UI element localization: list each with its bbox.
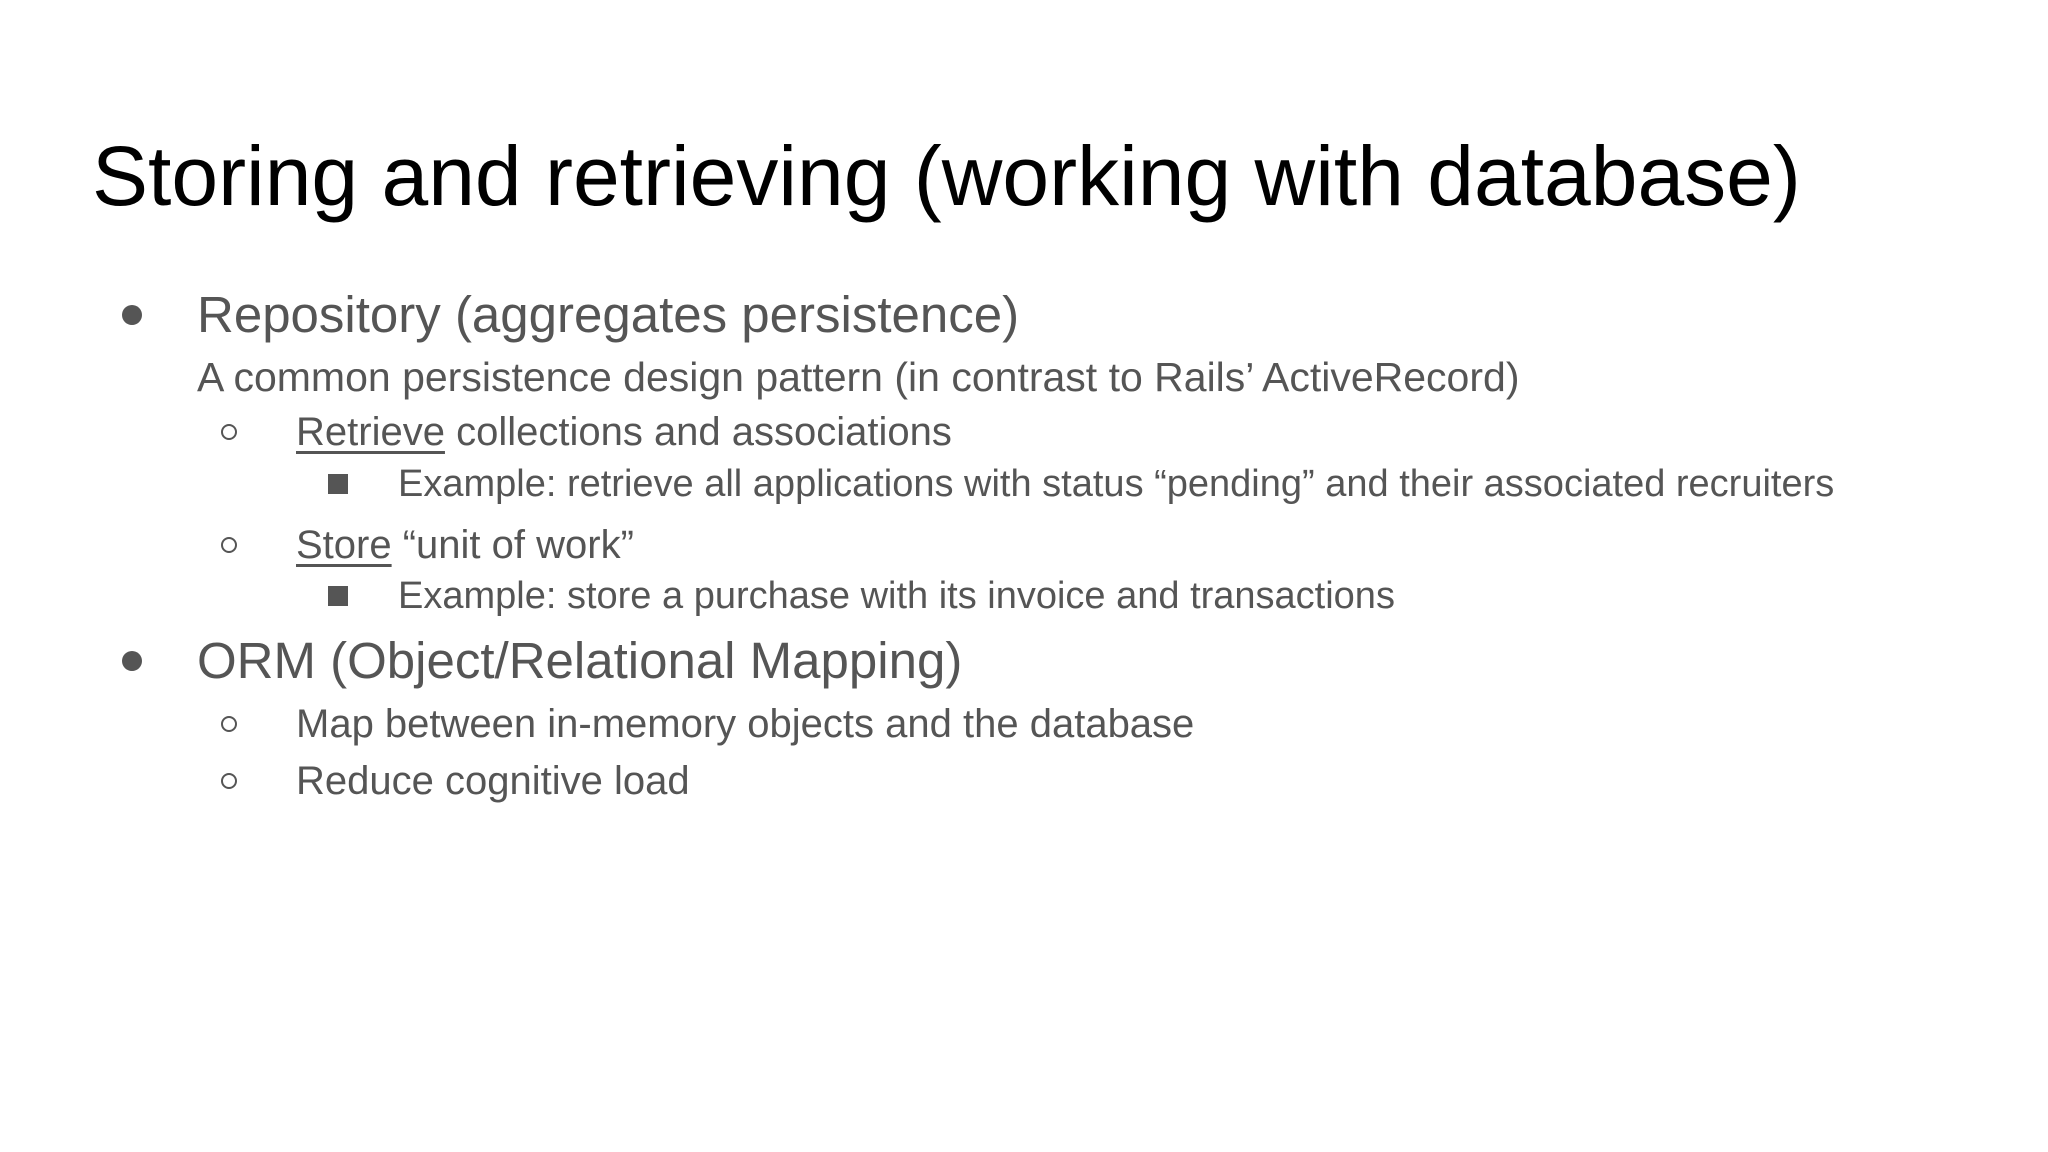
bullet-item-repository: Repository (aggregates persistence) xyxy=(0,284,2048,346)
bullet-text-store: Store “unit of work” xyxy=(296,521,634,569)
disc-bullet-icon xyxy=(122,305,142,325)
note-repository-pattern: A common persistence design pattern (in … xyxy=(0,352,2048,402)
bullet-text-retrieve: Retrieve collections and associations xyxy=(296,408,952,456)
disc-bullet-icon xyxy=(122,651,142,671)
circle-bullet-icon xyxy=(221,773,237,789)
bullet-item-retrieve-example: Example: retrieve all applications with … xyxy=(0,461,2048,507)
circle-bullet-icon xyxy=(221,424,237,440)
bullet-item-orm-reduce: Reduce cognitive load xyxy=(0,757,2048,805)
square-bullet-icon xyxy=(328,586,348,606)
bullet-text-orm-map: Map between in-memory objects and the da… xyxy=(296,702,1195,746)
bullet-item-orm: ORM (Object/Relational Mapping) xyxy=(0,630,2048,692)
bullet-text-retrieve-example: Example: retrieve all applications with … xyxy=(398,463,1835,505)
bullet-text-store-rest: “unit of work” xyxy=(391,523,634,567)
bullet-item-store: Store “unit of work” xyxy=(0,521,2048,569)
bullet-text-orm-reduce: Reduce cognitive load xyxy=(296,759,690,803)
bullet-text-retrieve-rest: collections and associations xyxy=(444,410,952,454)
underlined-term-retrieve: Retrieve xyxy=(296,410,445,454)
slide-title: Storing and retrieving (working with dat… xyxy=(92,129,1801,223)
bullet-text-orm: ORM (Object/Relational Mapping) xyxy=(197,632,963,689)
underlined-term-store: Store xyxy=(296,523,392,567)
bullet-item-orm-map: Map between in-memory objects and the da… xyxy=(0,700,2048,748)
bullet-item-store-example: Example: store a purchase with its invoi… xyxy=(0,573,2048,619)
circle-bullet-icon xyxy=(221,537,237,553)
circle-bullet-icon xyxy=(221,716,237,732)
bullet-item-retrieve: Retrieve collections and associations xyxy=(0,408,2048,456)
square-bullet-icon xyxy=(328,474,348,494)
bullet-text-repository: Repository (aggregates persistence) xyxy=(197,286,1020,343)
note-text: A common persistence design pattern (in … xyxy=(197,354,1520,400)
bullet-text-store-example: Example: store a purchase with its invoi… xyxy=(398,575,1395,617)
